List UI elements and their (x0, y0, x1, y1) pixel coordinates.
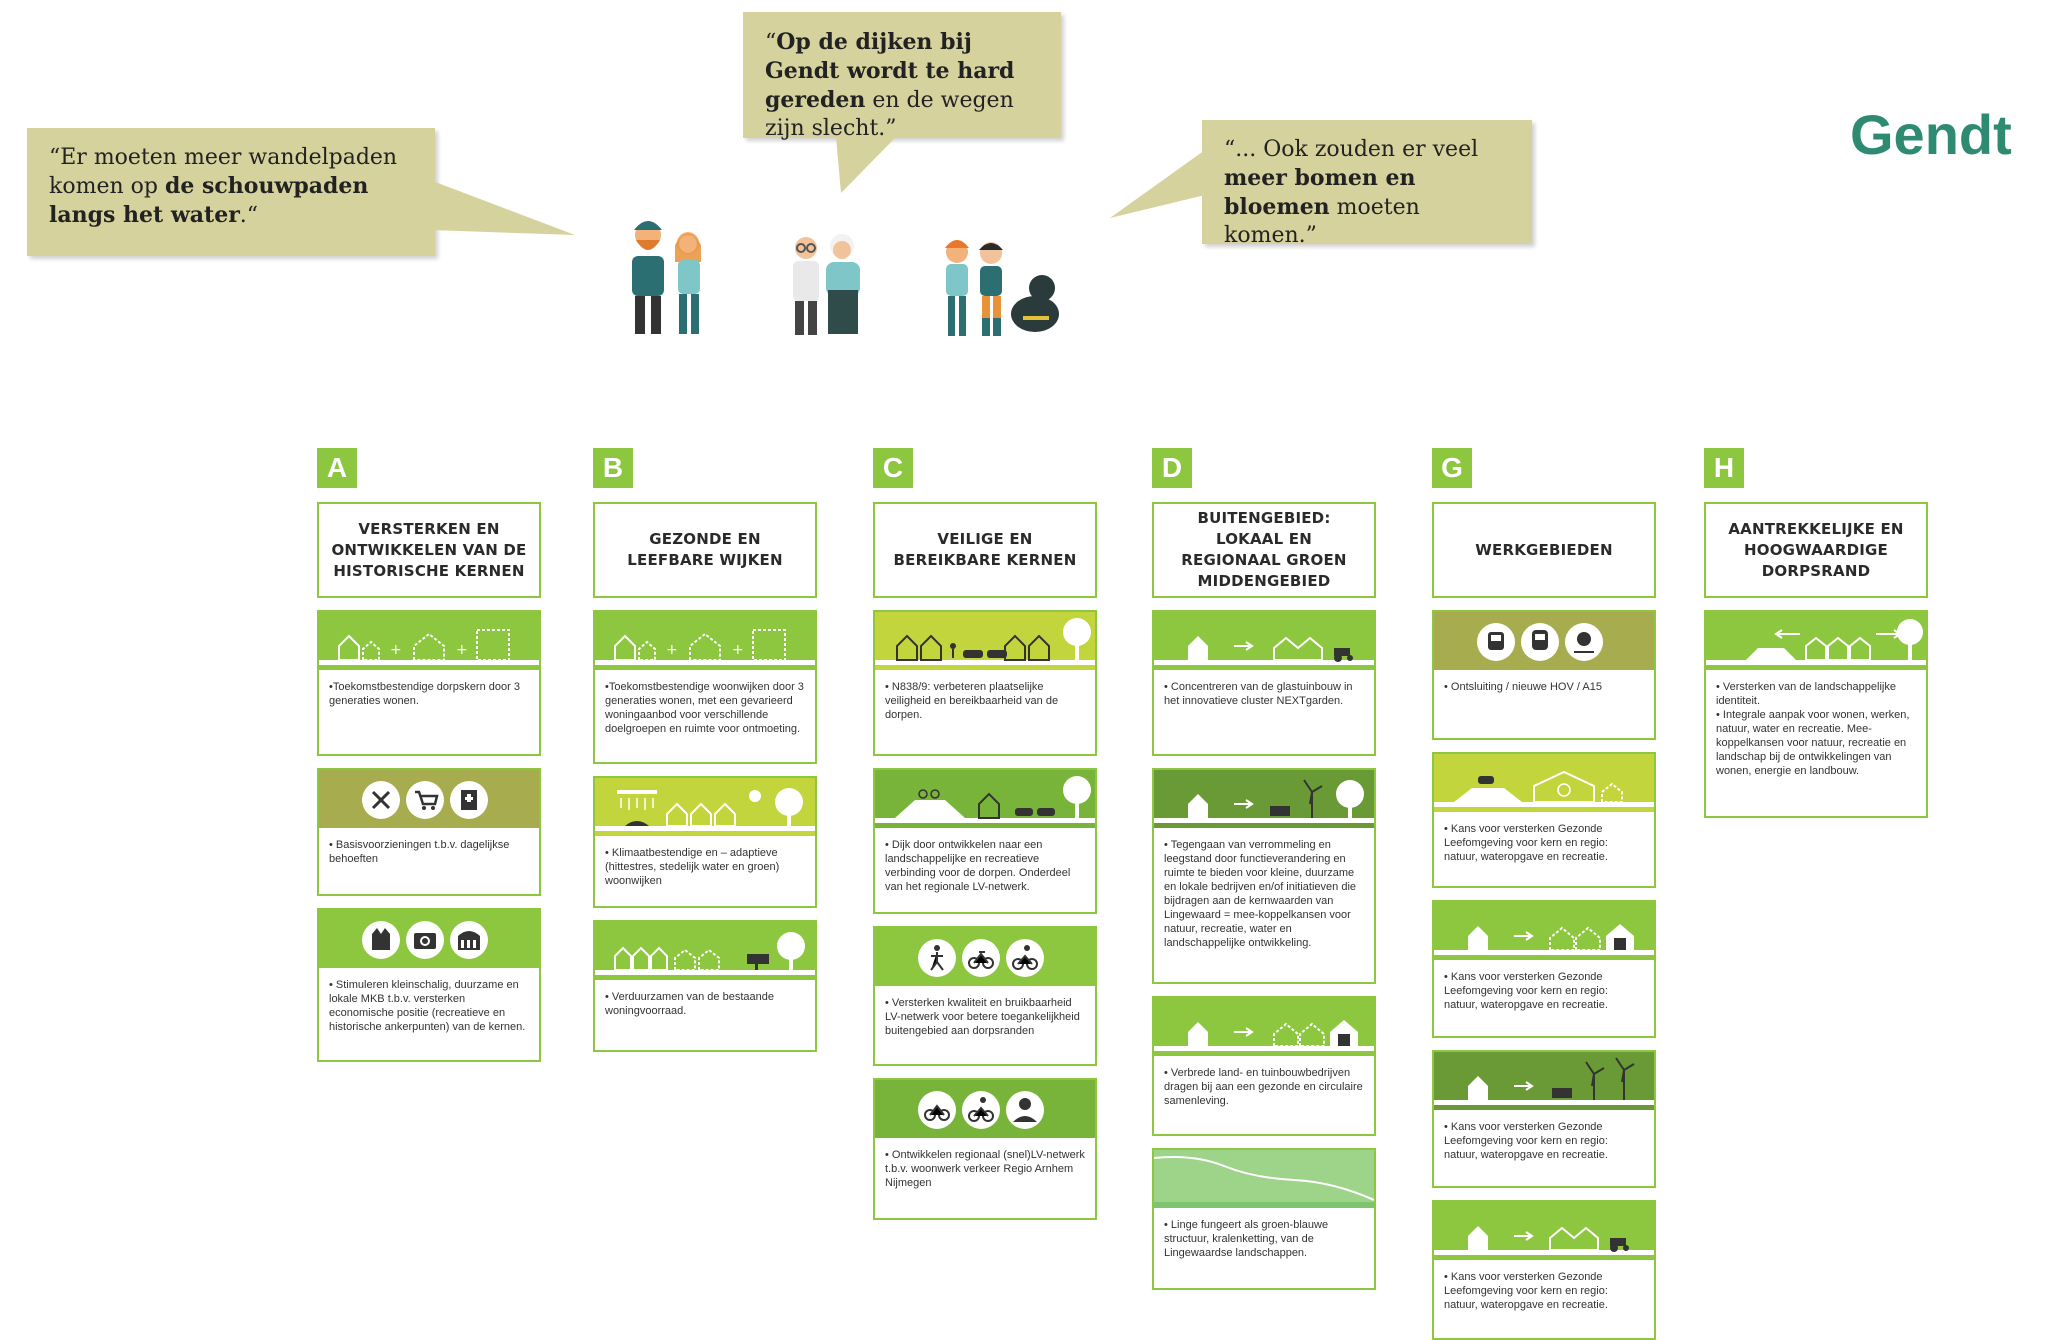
quote-bubble-2: “Op de dijken bij Gendt wordt te hard ge… (743, 12, 1061, 141)
greenhouse-shop-icon (1434, 902, 1654, 960)
card-text: • Verbrede land- en tuinbouwbedrijven dr… (1164, 1067, 1363, 1107)
commute-icon (875, 1080, 1095, 1138)
theme-card: • Concentreren van de glastuinbouw in he… (1152, 610, 1376, 756)
column-letter: C (873, 448, 913, 488)
theme-card: • Ontwikkelen regionaal (snel)LV-netwerk… (873, 1078, 1097, 1220)
theme-card: • Stimuleren kleinschalig, duurzame en l… (317, 908, 541, 1062)
column-c: C VEILIGE EN BEREIKBARE KERNEN • N838/9:… (873, 448, 1097, 1220)
card-text: • Tegengaan van verrommeling en leegstan… (1164, 839, 1357, 949)
card-text: •Toekomstbestendige woonwijken door 3 ge… (605, 681, 804, 735)
column-a: A VERSTERKEN EN ONTWIKKELEN VAN DE HISTO… (317, 448, 541, 1062)
svg-text:+: + (666, 642, 678, 658)
theme-card: • Linge fungeert als groen-blauwe struct… (1152, 1148, 1376, 1290)
card-text: • Verduurzamen van de bestaande woningvo… (605, 991, 774, 1017)
card-text: • Ontsluiting / nieuwe HOV / A15 (1444, 681, 1602, 693)
svg-text:+: + (456, 642, 468, 658)
column-title: GEZONDE EN LEEFBARE WIJKEN (593, 502, 817, 598)
river-icon (1154, 1150, 1374, 1208)
card-text: • Kans voor versterken Gezonde Leefomgev… (1444, 1121, 1608, 1161)
energy-transition-icon (1154, 770, 1374, 828)
quote-tail-1 (430, 180, 575, 235)
column-letter: G (1432, 448, 1472, 488)
walk-bike-icon (875, 928, 1095, 986)
village-edge-icon (1706, 612, 1926, 670)
theme-card: • Versterken kwaliteit en bruikbaarheid … (873, 926, 1097, 1066)
column-d: D BUITENGEBIED: LOKAAL EN REGIONAAL GROE… (1152, 448, 1376, 1290)
houses-growth-icon: + + (595, 612, 815, 670)
theme-card: • Klimaatbestendige en – adaptieve (hitt… (593, 776, 817, 908)
heritage-icon (319, 910, 539, 968)
column-title: BUITENGEBIED: LOKAAL EN REGIONAAL GROEN … (1152, 502, 1376, 598)
theme-card: • Versterken van de landschappelijke ide… (1704, 610, 1928, 818)
column-b: B GEZONDE EN LEEFBARE WIJKEN + + •Toekom… (593, 448, 817, 1052)
card-text: • Basisvoorzieningen t.b.v. dagelijkse b… (329, 839, 510, 865)
column-letter: H (1704, 448, 1744, 488)
theme-card: • Kans voor versterken Gezonde Leefomgev… (1432, 1050, 1656, 1188)
column-title: WERKGEBIEDEN (1432, 502, 1656, 598)
wind-solar-icon (1434, 1052, 1654, 1110)
transit-icon (1434, 612, 1654, 670)
column-title: AANTREKKELIJKE EN HOOGWAARDIGE DORPSRAND (1704, 502, 1928, 598)
houses-growth-icon: + + (319, 612, 539, 670)
theme-card: + + •Toekomstbestendige woonwijken door … (593, 610, 817, 764)
card-text: • N838/9: verbeteren plaatselijke veilig… (885, 681, 1059, 721)
column-title: VERSTERKEN EN ONTWIKKELEN VAN DE HISTORI… (317, 502, 541, 598)
theme-card: • Kans voor versterken Gezonde Leefomgev… (1432, 900, 1656, 1038)
column-letter: A (317, 448, 357, 488)
quote-bubble-1: “Er moeten meer wandelpaden komen op de … (27, 128, 435, 256)
theme-card: • Basisvoorzieningen t.b.v. dagelijkse b… (317, 768, 541, 896)
column-letter: B (593, 448, 633, 488)
greenhouse-farm-icon (1434, 1202, 1654, 1260)
theme-card: • Kans voor versterken Gezonde Leefomgev… (1432, 1200, 1656, 1340)
quote-text-3: “... Ook zouden er veel meer bomen en bl… (1224, 137, 1479, 248)
dike-icon (875, 770, 1095, 828)
card-text: • Stimuleren kleinschalig, duurzame en l… (329, 979, 526, 1033)
theme-card: • N838/9: verbeteren plaatselijke veilig… (873, 610, 1097, 756)
greenhouse-cluster-icon (1154, 612, 1374, 670)
card-text: • Dijk door ontwikkelen naar een landsch… (885, 839, 1071, 893)
card-text: • Klimaatbestendige en – adaptieve (hitt… (605, 847, 780, 887)
elderly-couple-illustration (793, 234, 860, 335)
theme-card: • Ontsluiting / nieuwe HOV / A15 (1432, 610, 1656, 740)
card-text: • Kans voor versterken Gezonde Leefomgev… (1444, 823, 1608, 863)
quote-text-1: “Er moeten meer wandelpaden komen op de … (49, 145, 398, 228)
page-title: Gendt (1850, 103, 2012, 166)
svg-text:+: + (732, 642, 744, 658)
basic-facilities-icon (319, 770, 539, 828)
card-text: • Linge fungeert als groen-blauwe struct… (1164, 1219, 1329, 1259)
column-title: VEILIGE EN BEREIKBARE KERNEN (873, 502, 1097, 598)
theme-card: • Verduurzamen van de bestaande woningvo… (593, 920, 817, 1052)
theme-card: • Tegengaan van verrommeling en leegstan… (1152, 768, 1376, 984)
card-text: • Versterken kwaliteit en bruikbaarheid … (885, 997, 1080, 1037)
quote-tail-2 (836, 137, 896, 193)
theme-card: • Verbrede land- en tuinbouwbedrijven dr… (1152, 996, 1376, 1136)
theme-card: • Dijk door ontwikkelen naar een landsch… (873, 768, 1097, 914)
solar-houses-icon (595, 922, 815, 980)
quote-tail-3 (1110, 150, 1205, 218)
card-text: • Kans voor versterken Gezonde Leefomgev… (1444, 971, 1608, 1011)
climate-icon (595, 778, 815, 836)
card-text: •Toekomstbestendige dorpskern door 3 gen… (329, 681, 520, 707)
card-text: • Concentreren van de glastuinbouw in he… (1164, 681, 1353, 707)
card-text: • Versterken van de landschappelijke ide… (1716, 681, 1910, 777)
road-safety-icon (875, 612, 1095, 670)
column-g: G WERKGEBIEDEN • Ontsluiting / nieuwe HO… (1432, 448, 1656, 1340)
column-letter: D (1152, 448, 1192, 488)
farm-shop-icon (1154, 998, 1374, 1056)
card-text: • Ontwikkelen regionaal (snel)LV-netwerk… (885, 1149, 1085, 1189)
quote-text-2: “Op de dijken bij Gendt wordt te hard ge… (765, 29, 1015, 141)
couple-illustration (632, 221, 701, 334)
column-h: H AANTREKKELIJKE EN HOOGWAARDIGE DORPSRA… (1704, 448, 1928, 818)
svg-text:+: + (390, 642, 402, 658)
theme-card: + + •Toekomstbestendige dorpskern door 3… (317, 610, 541, 756)
card-text: • Kans voor versterken Gezonde Leefomgev… (1444, 1271, 1608, 1311)
family-dog-illustration (945, 240, 1059, 336)
theme-card: • Kans voor versterken Gezonde Leefomgev… (1432, 752, 1656, 888)
industry-recycle-icon (1434, 754, 1654, 812)
quote-bubble-3: “... Ook zouden er veel meer bomen en bl… (1202, 120, 1532, 248)
